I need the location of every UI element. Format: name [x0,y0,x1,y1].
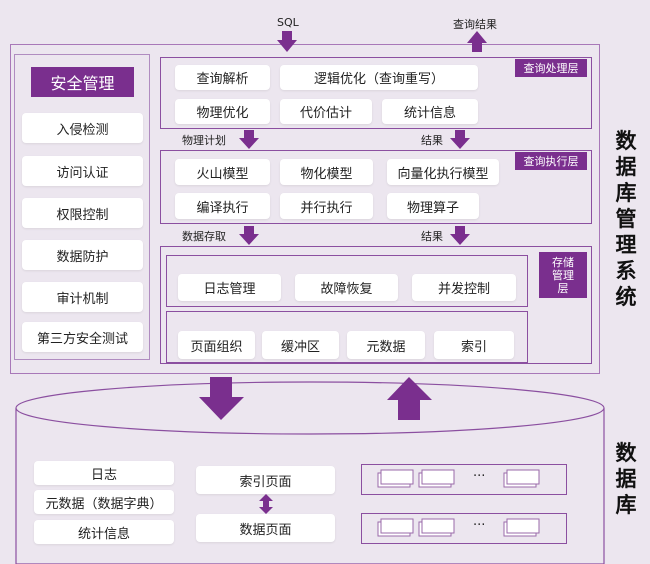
result-label-2: 结果 [421,230,443,243]
title-char: 据 [615,467,637,491]
storage-tag-text: 存储 [552,255,574,269]
st-failure-recovery: 故障恢复 [295,274,398,301]
qp-statistics: 统计信息 [382,99,478,124]
query-result-label: 查询结果 [453,18,497,31]
storage-lower-group [166,311,528,363]
title-char: 统 [615,285,637,309]
db-statistics: 统计信息 [34,520,174,544]
security-item: 访问认证 [22,156,143,186]
result-arrow-2 [450,226,470,245]
qp-physical-optimization: 物理优化 [175,99,270,124]
title-char: 管 [615,207,637,231]
qe-vectorized-model: 向量化执行模型 [387,159,499,185]
security-panel [14,54,150,360]
dbms-container [10,44,600,374]
physical-plan-label: 物理计划 [182,134,226,147]
qp-cost-estimation: 代价估计 [280,99,372,124]
title-char: 数 [615,129,637,153]
down-large-arrow [199,377,244,420]
db-metadata: 元数据（数据字典） [34,490,174,514]
security-item: 第三方安全测试 [22,322,143,352]
security-title: 安全管理 [31,67,134,97]
qe-compiled-execution: 编译执行 [175,193,270,219]
st-log-management: 日志管理 [178,274,281,301]
st-buffer: 缓冲区 [262,331,339,359]
security-item: 审计机制 [22,282,143,312]
qe-physical-operators: 物理算子 [387,193,479,219]
db-data-page: 数据页面 [196,514,335,542]
sql-down-arrow [277,31,297,52]
title-char: 数 [615,441,637,465]
sql-label: SQL [277,16,299,29]
storage-tag: 存储 管理 层 [539,252,587,298]
title-char: 据 [615,155,637,179]
data-page-chain [361,513,567,544]
query-processing-layer [160,57,592,129]
result-arrow-1 [450,130,470,149]
physical-plan-arrow [239,130,259,149]
title-char: 系 [615,259,637,283]
dbms-vertical-title: 数 据 库 管 理 系 统 [614,128,638,310]
database-vertical-title: 数 据 库 [614,440,638,518]
qp-query-parse: 查询解析 [175,65,270,90]
st-page-organization: 页面组织 [178,331,255,359]
index-chain-ellipsis: ··· [473,469,486,484]
index-page-chain [361,464,567,495]
db-index-page: 索引页面 [196,466,335,494]
data-chain-ellipsis: ··· [473,518,486,533]
security-item: 数据防护 [22,240,143,270]
query-processing-tag: 查询处理层 [515,59,587,77]
storage-upper-group [166,255,528,307]
storage-tag-text: 管理 [552,268,574,282]
st-concurrency-control: 并发控制 [412,274,516,301]
result-up-arrow [467,31,487,52]
query-execution-tag: 查询执行层 [515,152,587,170]
title-char: 理 [615,233,637,257]
query-execution-layer [160,150,592,224]
data-access-arrow [239,226,259,245]
storage-layer [160,246,592,364]
result-label-1: 结果 [421,134,443,147]
page-blocks [377,469,540,537]
st-index: 索引 [434,331,514,359]
security-item: 权限控制 [22,198,143,228]
qe-parallel-execution: 并行执行 [280,193,373,219]
title-char: 库 [615,493,637,517]
security-item: 入侵检测 [22,113,143,143]
data-access-label: 数据存取 [182,230,226,243]
storage-tag-text: 层 [557,281,569,295]
up-large-arrow [387,377,432,420]
title-char: 库 [615,181,637,205]
double-arrow [259,494,273,514]
qe-volcano-model: 火山模型 [175,159,270,185]
db-log: 日志 [34,461,174,485]
qe-materialization-model: 物化模型 [280,159,373,185]
qp-logical-optimization: 逻辑优化（查询重写） [280,65,478,90]
st-metadata: 元数据 [347,331,425,359]
